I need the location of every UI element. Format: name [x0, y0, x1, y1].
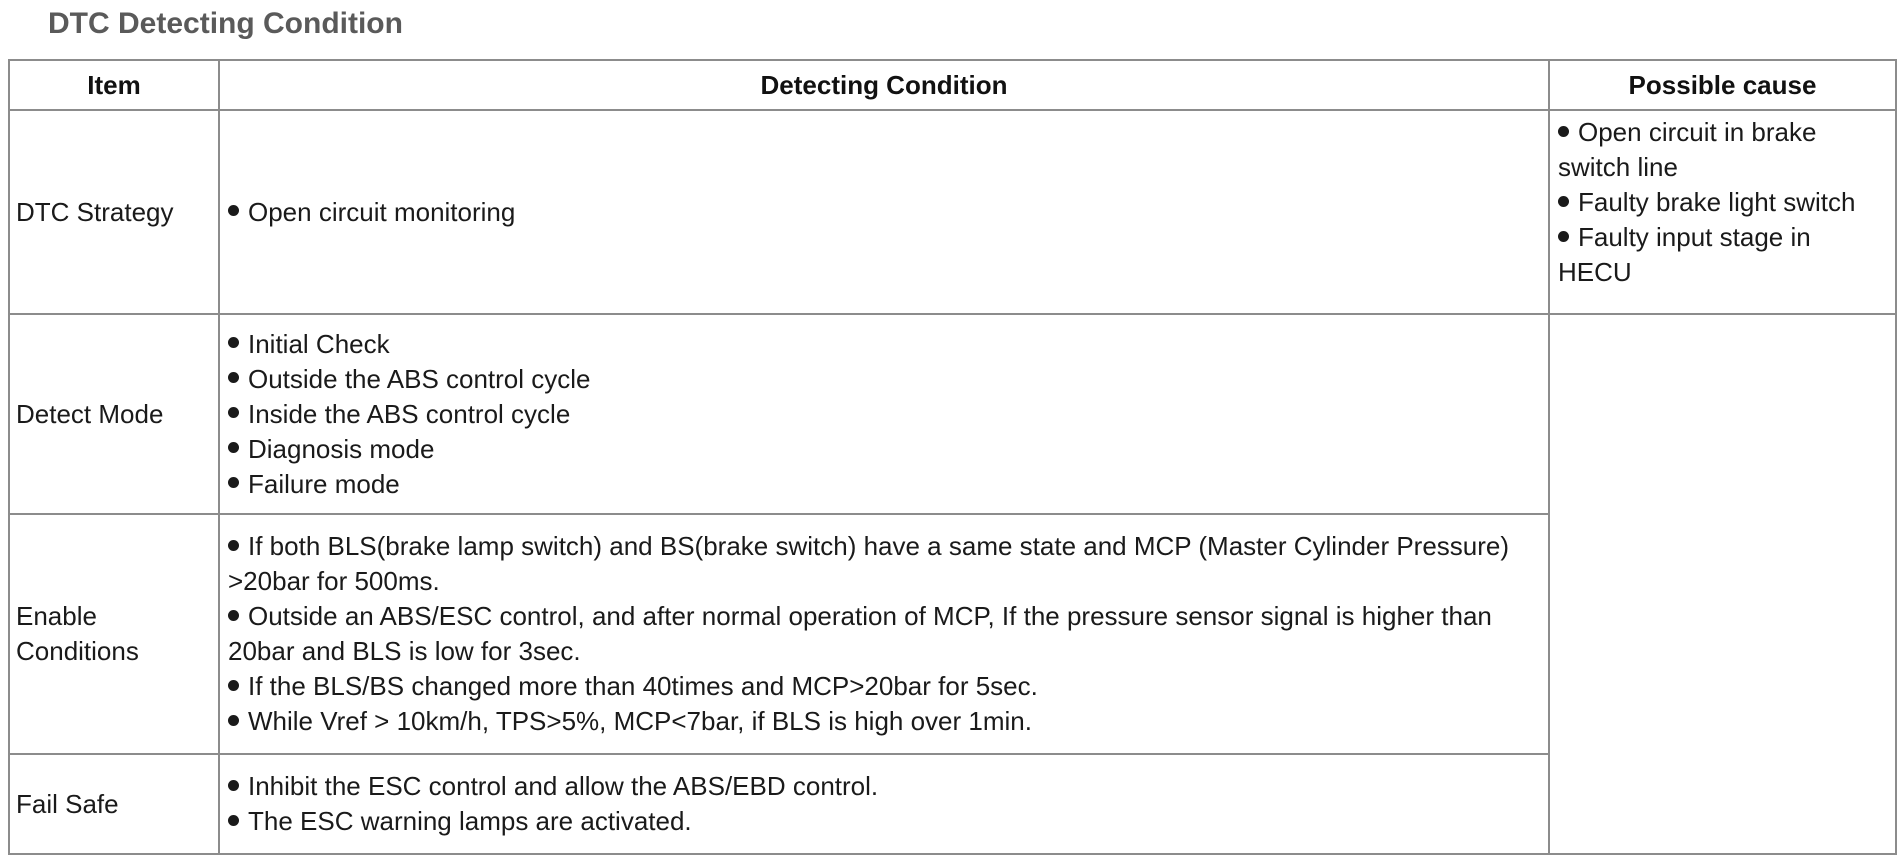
cause-item: Open circuit in brake switch line	[1558, 117, 1817, 182]
condition-item: Inhibit the ESC control and allow the AB…	[228, 769, 1540, 804]
table-row-detect-mode: Detect Mode Initial Check Outside the AB…	[8, 313, 1897, 855]
row-conditions: Open circuit monitoring	[218, 109, 1550, 315]
dtc-table-container: Item Detecting Condition Possible cause …	[8, 59, 1897, 855]
row-conditions: Initial Check Outside the ABS control cy…	[218, 313, 1550, 515]
row-item-label: DTC Strategy	[8, 109, 220, 315]
bullet-icon	[228, 539, 239, 551]
bullet-icon	[228, 609, 239, 621]
row-item-label: Fail Safe	[8, 753, 220, 855]
condition-item: Outside an ABS/ESC control, and after no…	[228, 601, 1492, 666]
header-possible-cause: Possible cause	[1548, 59, 1897, 111]
cause-item: Faulty brake light switch	[1558, 185, 1887, 220]
condition-item: Failure mode	[228, 467, 1540, 502]
bullet-icon	[228, 442, 239, 454]
bullet-icon	[228, 814, 239, 826]
cause-item: Faulty input stage in HECU	[1558, 222, 1811, 287]
condition-item: Initial Check	[228, 327, 1540, 362]
possible-causes-empty-cell	[1548, 313, 1897, 855]
condition-item: Open circuit monitoring	[228, 195, 1540, 230]
bullet-icon	[1558, 125, 1569, 137]
possible-causes-cell: Open circuit in brake switch line Faulty…	[1548, 109, 1897, 315]
condition-item: If the BLS/BS changed more than 40times …	[228, 669, 1540, 704]
bullet-icon	[1558, 195, 1569, 207]
bullet-icon	[228, 714, 239, 726]
row-conditions: Inhibit the ESC control and allow the AB…	[218, 753, 1550, 855]
header-item: Item	[8, 59, 220, 111]
bullet-icon	[228, 779, 239, 791]
bullet-icon	[228, 477, 239, 489]
dtc-detecting-condition-table: Item Detecting Condition Possible cause …	[8, 59, 1897, 855]
header-detecting-condition: Detecting Condition	[218, 59, 1550, 111]
bullet-icon	[228, 407, 239, 419]
condition-item: Inside the ABS control cycle	[228, 397, 1540, 432]
bullet-icon	[228, 337, 239, 349]
section-title: DTC Detecting Condition	[48, 7, 403, 40]
condition-item: If both BLS(brake lamp switch) and BS(br…	[228, 531, 1510, 596]
table-row-enable-conditions: Enable Conditions If both BLS(brake lamp…	[8, 513, 1896, 755]
bullet-icon	[228, 372, 239, 384]
table-header-row: Item Detecting Condition Possible cause	[8, 59, 1897, 111]
condition-item: Diagnosis mode	[228, 432, 1540, 467]
table-row-dtc-strategy: DTC Strategy Open circuit monitoring Ope…	[8, 109, 1897, 315]
condition-item: Outside the ABS control cycle	[228, 362, 1540, 397]
row-item-label: Detect Mode	[8, 313, 220, 515]
condition-item: The ESC warning lamps are activated.	[228, 804, 1540, 839]
row-item-label: Enable Conditions	[8, 513, 220, 755]
bullet-icon	[228, 679, 239, 691]
bullet-icon	[228, 205, 239, 217]
row-conditions: If both BLS(brake lamp switch) and BS(br…	[218, 513, 1550, 755]
condition-item: While Vref > 10km/h, TPS>5%, MCP<7bar, i…	[228, 704, 1540, 739]
bullet-icon	[1558, 230, 1569, 242]
